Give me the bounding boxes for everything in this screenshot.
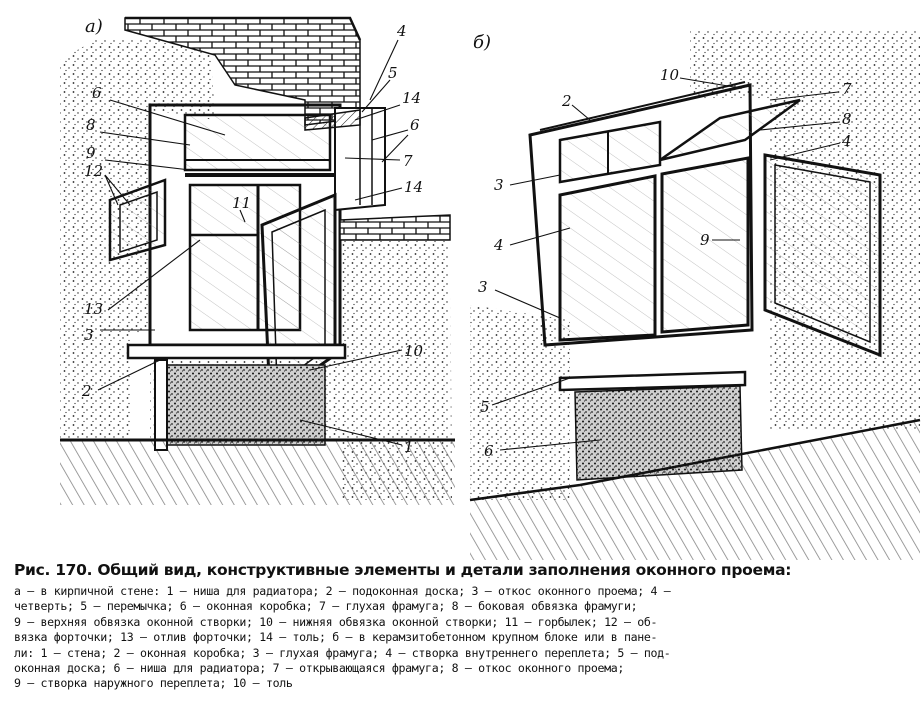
label-b-5: 5 — [480, 398, 490, 416]
caption-legend: а — в кирпичной стене: 1 — ниша для ради… — [14, 584, 914, 692]
label-a-4: 4 — [396, 22, 407, 40]
panel-a-label: а) — [85, 16, 103, 37]
sill-board — [126, 343, 347, 360]
label-b-10: 10 — [660, 66, 680, 84]
fixed-transom-b — [558, 120, 662, 184]
panel-b-label: б) — [473, 32, 491, 53]
label-a-14-bottom: 14 — [404, 178, 423, 196]
opening-transom — [659, 98, 801, 162]
label-b-8: 8 — [842, 110, 852, 128]
lintel — [304, 109, 361, 131]
sill-board-b — [558, 370, 747, 392]
label-a-14-top: 14 — [402, 89, 421, 107]
label-a-7: 7 — [403, 152, 413, 170]
drip-ledge — [339, 214, 451, 241]
caption-line: 9 — створка наружного переплета; 10 — то… — [14, 676, 293, 691]
caption-title: Рис. 170. Общий вид, конструктивные элем… — [14, 561, 792, 579]
label-a-1: 1 — [404, 438, 414, 456]
panel-b-labels — [491, 77, 841, 451]
wall-block-left — [470, 305, 570, 500]
outer-sash-open — [763, 153, 882, 358]
label-b-4-right: 4 — [841, 132, 852, 150]
label-a-12: 12 — [84, 162, 103, 180]
wall-right-plaster — [340, 225, 452, 500]
label-b-3-bottom: 3 — [478, 278, 488, 296]
label-b-9: 9 — [700, 231, 710, 249]
label-b-2: 2 — [561, 92, 572, 110]
panel-a-drawing — [60, 16, 455, 505]
window-box-b — [528, 83, 754, 347]
caption-line: оконная доска; 6 — ниша для радиатора; 7… — [14, 661, 624, 676]
label-a-8: 8 — [86, 116, 96, 134]
label-a-3: 3 — [84, 326, 94, 344]
caption-line: четверть; 5 — перемычка; 6 — оконная кор… — [14, 599, 638, 614]
label-a-6-right: 6 — [410, 116, 420, 134]
caption-line: 9 — верхняя обвязка оконной створки; 10 … — [14, 614, 658, 629]
figure-caption: Рис. 170. Общий вид, конструктивные элем… — [14, 560, 914, 710]
floor-b — [470, 420, 920, 560]
floor-a — [60, 440, 455, 505]
vent-sash — [108, 178, 167, 262]
panel-a-labels — [97, 39, 409, 446]
label-a-5: 5 — [388, 64, 398, 82]
inner-sash-2 — [660, 156, 750, 334]
label-b-3-top: 3 — [494, 176, 504, 194]
window-opening-diagram: а) б) 4 5 14 6 6 8 7 9 12 14 11 13 3 2 1… — [60, 16, 921, 560]
label-a-11: 11 — [232, 194, 251, 212]
brick-top-edge — [125, 16, 362, 41]
caption-line: а — в кирпичной стене: 1 — ниша для ради… — [14, 584, 671, 598]
label-a-6-left: 6 — [92, 84, 102, 102]
panel-b-drawing — [469, 30, 921, 560]
label-a-13: 13 — [84, 300, 103, 318]
label-a-10: 10 — [404, 342, 424, 360]
label-b-7: 7 — [842, 80, 852, 98]
caption-line: вязка форточки; 13 — отлив форточки; 14 … — [14, 630, 658, 645]
label-b-6: 6 — [484, 442, 494, 460]
label-b-4-left: 4 — [493, 236, 504, 254]
inner-sash — [558, 174, 657, 342]
label-a-2: 2 — [81, 382, 92, 400]
label-a-9: 9 — [86, 144, 96, 162]
caption-line: ли: 1 — стена; 2 — оконная коробка; 3 — … — [14, 645, 671, 660]
radiator-niche — [164, 364, 326, 446]
